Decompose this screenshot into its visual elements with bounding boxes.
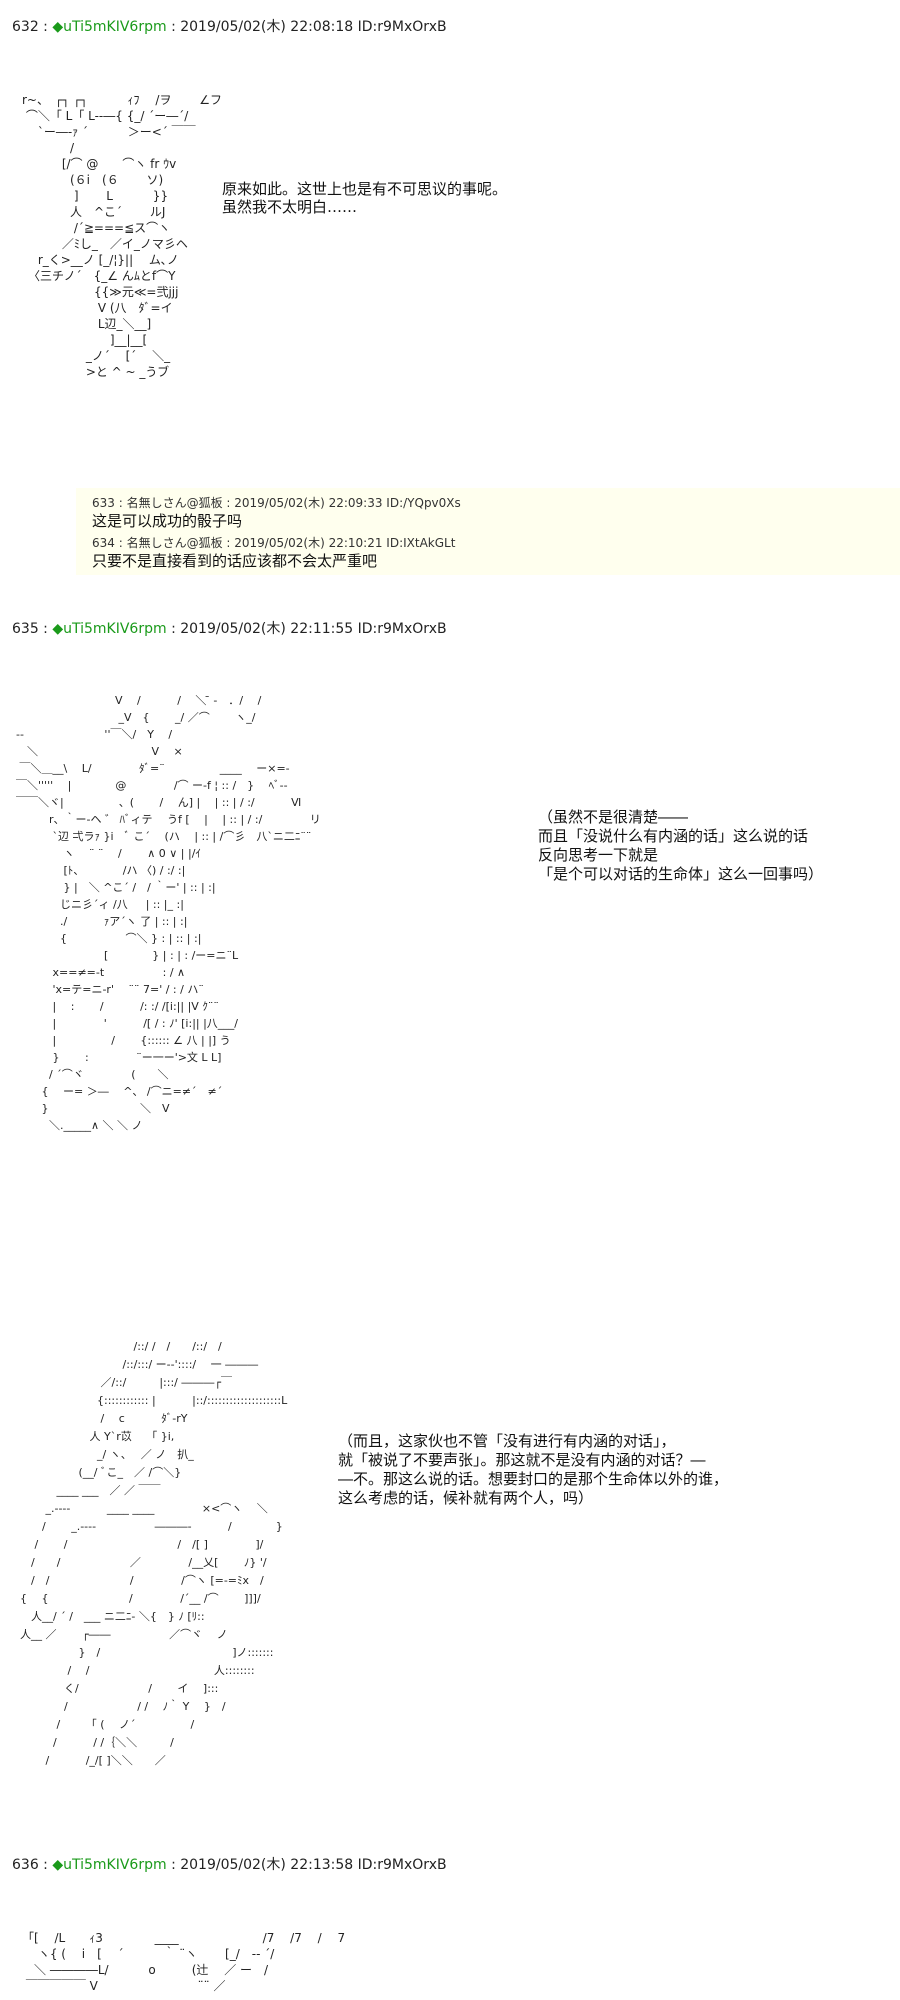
ascii-art-panel: V / / ＼ ̄ ‐ ．/ / _V { _/ ／⌒ ヽ_/ ‐‐ ''￣＼/… [16,694,321,1132]
post-number: 632 : [12,19,48,35]
reply-body-633: 这是可以成功的骰子吗 [92,512,243,530]
reply-header-634: 634 : 名無しさん@狐板 : 2019/05/02(木) 22:10:21 … [92,536,456,550]
ascii-art-panel-2: /::/ / / /::/ / /::/:::/ ー‐‐'::::/ 一 ―――… [20,1340,288,1767]
reply-body-634: 只要不是直接看到的话应该都不会太严重吧 [92,552,378,570]
post-header-635: 635 : ◆uTi5mKIV6rpm : 2019/05/02(木) 22:1… [12,618,447,638]
reply-box: 633 : 名無しさん@狐板 : 2019/05/02(木) 22:09:33 … [76,488,900,575]
speech-text: 原来如此。这世上也是有不可思议的事呢。 虽然我不太明白…… [222,180,508,216]
post-date-id: : 2019/05/02(木) 22:11:55 ID:r9MxOrxB [171,621,447,637]
ascii-art-panel: 「[ /L ｨ3 ____ /7 /7 / 7 ヽ{ ( i [ ´ ｀ ¨ヽ … [22,1931,346,1993]
ascii-art-panel: r~、 ┌┐ ┌┐ ｨﾌ /ヲ ∠フ ⌒＼「 L「 L--―{ {_/ ´ー―´… [22,93,222,379]
post-header-636: 636 : ◆uTi5mKIV6rpm : 2019/05/02(木) 22:1… [12,1854,447,1874]
post-number: 636 : [12,1857,48,1873]
post-date-id: : 2019/05/02(木) 22:08:18 ID:r9MxOrxB [171,19,447,35]
speech-text: （虽然不是很清楚―― 而且「没说什么有内涵的话」这么说的话 反向思考一下就是 「… [538,808,824,883]
post-number: 635 : [12,621,48,637]
poster-name[interactable]: ◆uTi5mKIV6rpm [52,19,167,35]
poster-name[interactable]: ◆uTi5mKIV6rpm [52,621,167,637]
reply-header-633: 633 : 名無しさん@狐板 : 2019/05/02(木) 22:09:33 … [92,496,461,510]
post-header-632: 632 : ◆uTi5mKIV6rpm : 2019/05/02(木) 22:0… [12,16,447,36]
speech-text-2: （而且，这家伙也不管「没有进行有内涵的对话」， 就「被说了不要声张」。那这就不是… [338,1432,729,1507]
post-date-id: : 2019/05/02(木) 22:13:58 ID:r9MxOrxB [171,1857,447,1873]
poster-name[interactable]: ◆uTi5mKIV6rpm [52,1857,167,1873]
